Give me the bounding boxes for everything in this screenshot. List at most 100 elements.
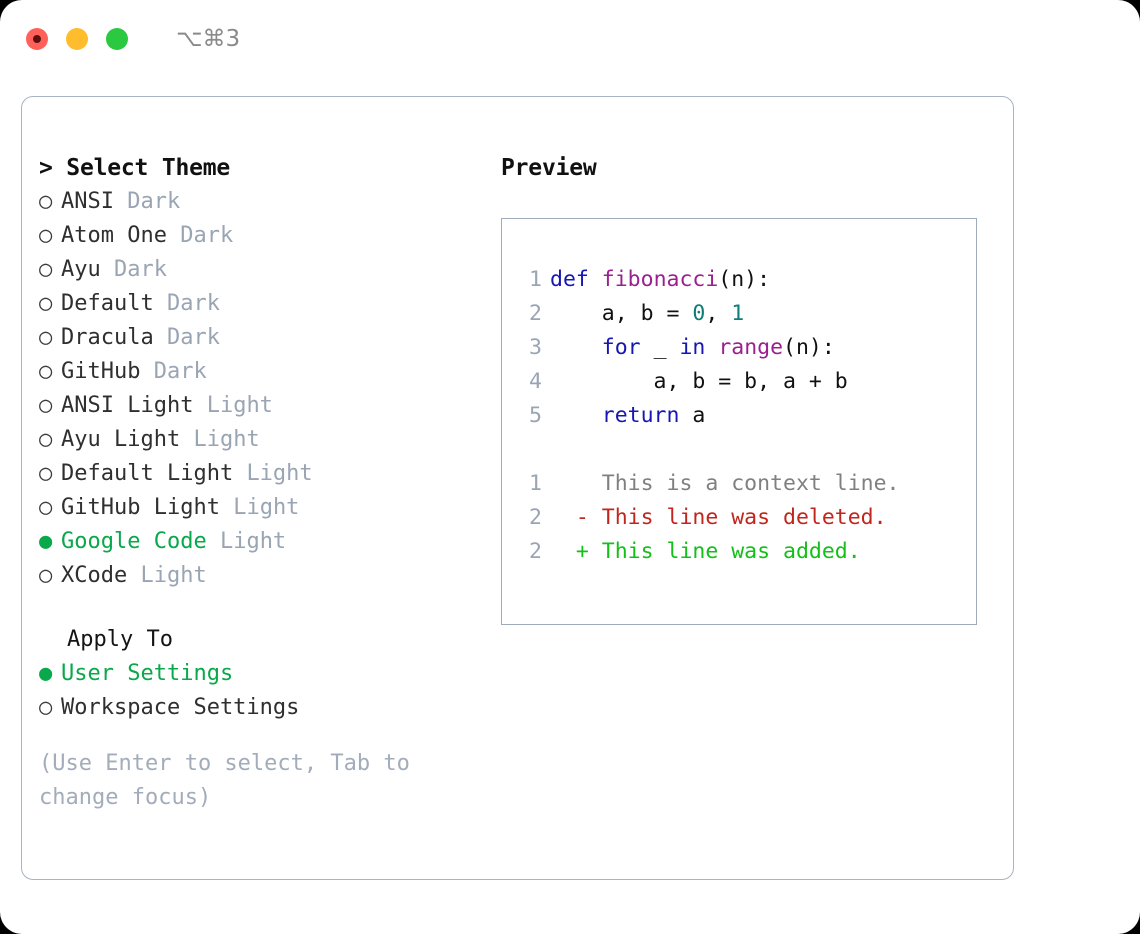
theme-item-label: Default Light xyxy=(61,461,234,486)
close-button[interactable] xyxy=(26,28,48,50)
code-token: a xyxy=(679,403,706,428)
select-theme-header: > Select Theme xyxy=(39,155,231,181)
diff-text: This line was deleted. xyxy=(588,505,887,530)
diff-line-number: 2 xyxy=(529,505,542,530)
radio-unselected-icon: ○ xyxy=(39,495,53,520)
diff-line-added: 2 + This line was added. xyxy=(516,535,976,569)
theme-item-tag: Light xyxy=(219,529,287,554)
theme-item-label: Dracula xyxy=(61,325,154,350)
diff-gutter-pad xyxy=(550,505,576,530)
code-token: a, b = b, a + b xyxy=(550,369,848,394)
code-token: return xyxy=(601,403,680,428)
code-token xyxy=(589,267,602,292)
theme-item-google-code[interactable]: ● Google Code Light xyxy=(39,525,479,559)
zoom-button[interactable] xyxy=(106,28,128,50)
code-token xyxy=(550,403,602,428)
theme-item-tag: Dark xyxy=(114,257,167,282)
spacer xyxy=(39,593,479,623)
theme-item-label: Google Code xyxy=(61,529,207,554)
code-token: (n): xyxy=(783,335,835,360)
theme-item-tag: Light xyxy=(206,393,273,418)
spacer-text xyxy=(114,189,127,214)
theme-item-github[interactable]: ○GitHub Dark xyxy=(39,355,479,389)
code-token: _ xyxy=(640,335,680,360)
spacer-text xyxy=(207,529,220,554)
spacer-text xyxy=(140,359,153,384)
apply-to-option-user-settings[interactable]: ●User Settings xyxy=(39,657,479,691)
minimize-button[interactable] xyxy=(66,28,88,50)
main-panel: > Select Theme ○ANSI Dark○Atom One Dark○… xyxy=(21,96,1014,880)
code-diff-gap xyxy=(516,433,976,467)
code-token: a, b = xyxy=(550,301,693,326)
theme-item-label: ANSI xyxy=(61,189,114,214)
spacer-text xyxy=(167,223,180,248)
spacer-text xyxy=(127,563,140,588)
theme-item-default[interactable]: ○ Default Dark xyxy=(39,287,479,321)
radio-unselected-icon: ○ xyxy=(39,257,53,282)
radio-unselected-icon: ○ xyxy=(39,393,53,418)
theme-item-ayu[interactable]: ○ Ayu Dark xyxy=(39,253,479,287)
theme-item-label: XCode xyxy=(61,563,128,588)
code-token: range xyxy=(718,335,784,360)
diff-line-context: 1 This is a context line. xyxy=(516,467,976,501)
code-token: for xyxy=(601,335,641,360)
code-line: 4 a, b = b, a + b xyxy=(516,365,976,399)
code-token: in xyxy=(679,335,706,360)
code-token: 1 xyxy=(731,301,745,326)
theme-item-atom-one[interactable]: ○Atom One Dark xyxy=(39,219,479,253)
apply-to-option-label: User Settings xyxy=(61,661,234,686)
radio-selected-icon: ● xyxy=(39,529,53,554)
theme-list[interactable]: ○ANSI Dark ○ Atom One Dark ○ Ayu Dark ○ Defaul… xyxy=(39,185,479,593)
theme-item-github-light[interactable]: ○GitHub Light Light xyxy=(39,491,479,525)
code-line-number: 1 xyxy=(529,267,542,292)
code-line-number: 3 xyxy=(529,335,542,360)
code-token: def xyxy=(550,267,589,292)
code-line: 5 return a xyxy=(516,399,976,433)
theme-item-xcode[interactable]: ○XCode Light xyxy=(39,559,479,593)
radio-unselected-icon: ○ xyxy=(39,325,53,350)
code-line: 3 for _ in range(n): xyxy=(516,331,976,365)
apply-to-list[interactable]: ●User Settings○Workspace Settings xyxy=(39,657,479,725)
theme-item-ansi-light[interactable]: ○ ANSI Light Light xyxy=(39,389,479,423)
theme-item-label: Default xyxy=(61,291,154,316)
theme-item-label: Ayu xyxy=(61,257,101,282)
code-token: , xyxy=(705,301,732,326)
diff-marker xyxy=(576,471,589,496)
radio-unselected-icon: ○ xyxy=(39,291,53,316)
theme-item-default-light[interactable]: ○Default Light Light xyxy=(39,457,479,491)
spacer-text xyxy=(101,257,114,282)
spacer-text xyxy=(193,393,206,418)
theme-item-ayu-light[interactable]: ○Ayu Light Light xyxy=(39,423,479,457)
title-bar: ⌥⌘3 xyxy=(0,0,1140,78)
code-token: (n): xyxy=(718,267,771,292)
theme-selection-column: > Select Theme ○ANSI Dark○Atom One Dark○… xyxy=(39,151,479,815)
theme-item-tag: Dark xyxy=(166,291,220,316)
code-line-number: 4 xyxy=(529,369,542,394)
diff-line-deleted: 2 - This line was deleted. xyxy=(516,501,976,535)
apply-to-header: Apply To xyxy=(67,627,173,652)
code-line-number: 2 xyxy=(529,301,542,326)
radio-unselected-icon: ○ xyxy=(39,427,53,452)
radio-unselected-icon: ○ xyxy=(39,223,53,248)
preview-header: Preview xyxy=(501,155,597,181)
theme-item-tag: Light xyxy=(233,495,300,520)
theme-item-ansi[interactable]: ○ANSI Dark xyxy=(39,185,479,219)
spacer-text xyxy=(154,291,167,316)
theme-item-dracula[interactable]: ○Dracula Dark xyxy=(39,321,479,355)
diff-sample: 1 This is a context line.2 - This line w… xyxy=(516,467,976,569)
radio-unselected-icon: ○ xyxy=(39,359,53,384)
diff-marker: - xyxy=(575,505,589,530)
theme-item-label: ANSI Light xyxy=(61,393,194,418)
radio-unselected-icon: ○ xyxy=(39,461,53,486)
theme-item-tag: Light xyxy=(140,563,207,588)
spacer-text xyxy=(233,461,246,486)
diff-gutter-pad xyxy=(550,539,576,564)
code-token xyxy=(550,335,602,360)
spacer-2 xyxy=(39,725,479,747)
apply-to-option-workspace-settings[interactable]: ○Workspace Settings xyxy=(39,691,479,725)
theme-item-label: Atom One xyxy=(61,223,167,248)
